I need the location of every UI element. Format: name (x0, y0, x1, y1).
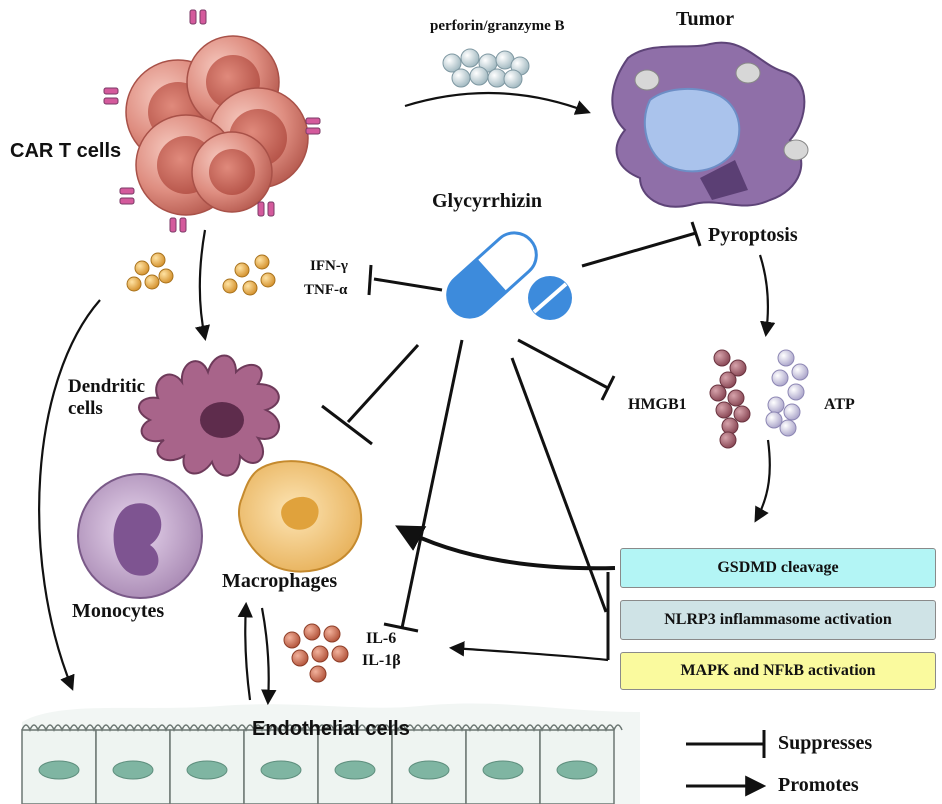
arrow-macrophage-to-endothelial (260, 607, 277, 706)
mapk-box: MAPK and NFkB activation (620, 652, 936, 690)
perforin-label: perforin/granzyme B (430, 18, 565, 34)
macrophages-label: Macrophages (222, 570, 338, 592)
arrow-car-t-to-dendritic (194, 229, 210, 342)
arrow-endothelial-to-macrophage (237, 601, 253, 701)
dendritic-cell-image (138, 354, 280, 477)
legend-graphics (686, 730, 767, 797)
glycyrrhizin-pill-icon (446, 231, 572, 320)
dendritic-label: Dendritic cells (68, 376, 146, 419)
car-t-cells-cluster (103, 9, 321, 233)
monocytes-label: Monocytes (72, 600, 165, 622)
arrow-pyroptosis-down (758, 254, 776, 338)
il1b-label: IL-1β (362, 652, 401, 669)
arrow-box-to-il (448, 641, 609, 662)
arrow-box-to-macrophage (395, 525, 616, 571)
pyroptosis-label: Pyroptosis (708, 224, 798, 246)
promote-arrows (38, 91, 776, 706)
car-t-label: CAR T cells (10, 140, 122, 162)
perforin-particles (442, 48, 530, 89)
il6-label: IL-6 (366, 630, 397, 647)
tumor-cell-image (611, 41, 809, 208)
gsdmd-box: GSDMD cleavage (620, 548, 936, 588)
legend-suppresses-label: Suppresses (778, 732, 873, 754)
endothelial-cells-image (21, 703, 640, 804)
nlrp3-box: NLRP3 inflammasome activation (620, 600, 936, 640)
il-particles (283, 623, 349, 683)
macrophage-cell-image (237, 460, 363, 573)
monocyte-cell-image (77, 473, 203, 599)
arrow-car-t-to-tumor (404, 91, 591, 115)
tnf-label: TNF-α (304, 282, 348, 298)
atp-label: ATP (824, 396, 855, 413)
cytokine-particles-left (126, 252, 276, 296)
hmgb1-label: HMGB1 (628, 396, 687, 413)
endothelial-label: Endothelial cells (252, 718, 410, 740)
arrow-particles-to-box (754, 439, 771, 523)
ifn-label: IFN-γ (310, 258, 348, 274)
atp-particles (765, 349, 809, 437)
suppress-lines (321, 221, 702, 660)
arrow-cytokines-to-endothelial (38, 299, 101, 691)
hmgb1-particles (709, 349, 751, 449)
tumor-label: Tumor (676, 8, 735, 30)
glycyrrhizin-label: Glycyrrhizin (432, 190, 542, 212)
legend-promotes-label: Promotes (778, 774, 859, 796)
